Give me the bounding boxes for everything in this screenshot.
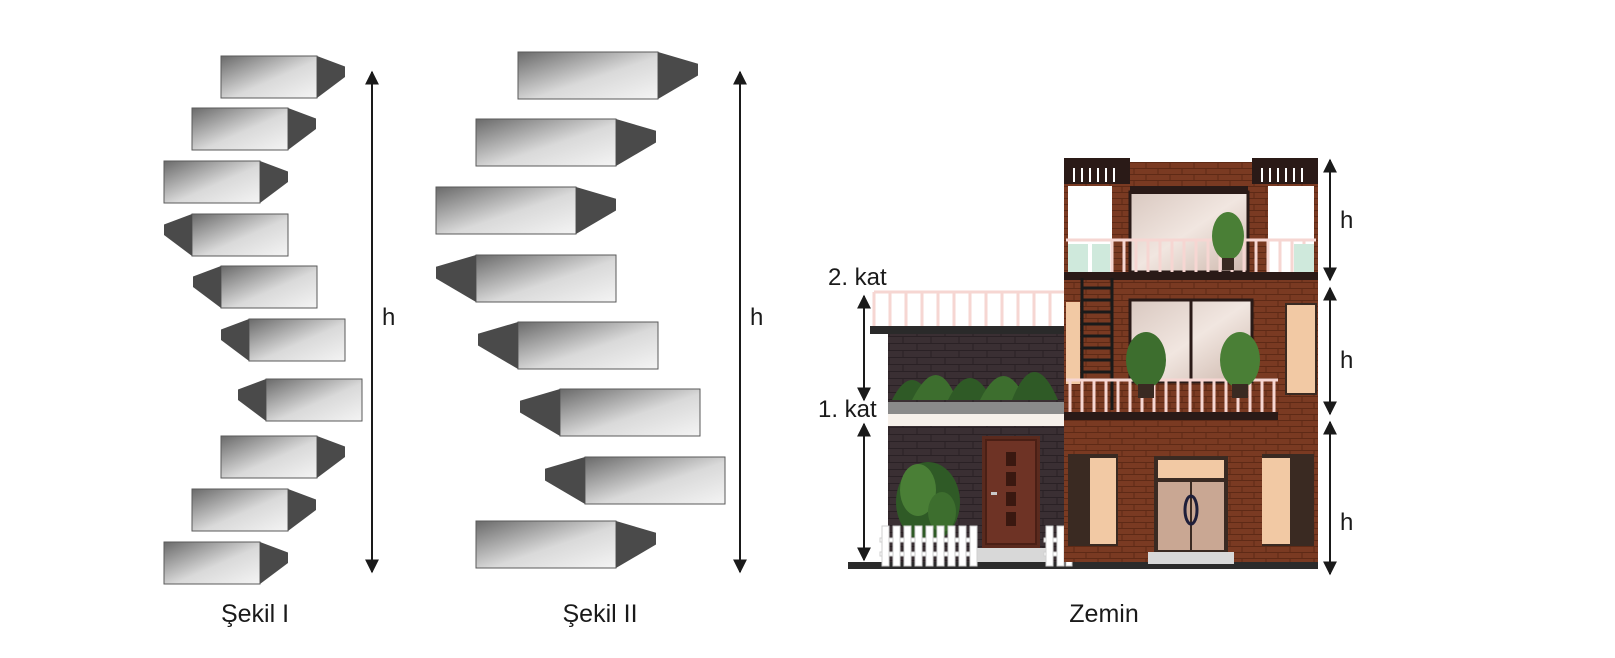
figure-sekil-1: h Şekil I [163,55,395,628]
top-balcony-railing [1066,238,1316,272]
balcony-plants [1126,332,1260,398]
ladder [1080,278,1114,410]
figure-sekil-2: h Şekil II [435,51,763,628]
height-label: h [1340,347,1353,374]
figure-caption: Şekil I [221,600,289,628]
stair-step [220,435,345,479]
main-tower [1064,158,1318,564]
floor-label: 2. kat [828,264,887,291]
stair-step [435,186,616,235]
front-door [982,436,1040,548]
height-label: h [750,304,763,331]
stair-step [164,213,289,257]
stair-step [436,254,617,303]
ground-line [848,562,1318,569]
bush [896,462,960,542]
height-label: h [1340,509,1353,536]
stair-step [220,55,345,99]
step-group [163,55,363,585]
stair-step [221,318,346,362]
figure-caption: Şekil II [562,600,637,628]
stair-step [545,456,726,505]
stair-step [478,321,659,370]
stair-step [163,160,288,204]
stair-step [517,51,698,100]
stair-step [475,520,656,569]
figure-zemin: 2. kat 1. kat h h h Zemin [818,158,1353,628]
stair-step [475,118,656,167]
stair-step [193,265,318,309]
floor-label: 1. kat [818,396,877,423]
main-entrance [1154,456,1228,552]
step-group [435,51,726,569]
planter-plants [892,372,1058,400]
left-annex [870,290,1073,567]
stair-step [191,488,316,532]
height-label: h [1340,207,1353,234]
entrance-step [1148,552,1234,564]
door-step [976,548,1046,562]
stair-step [520,388,701,437]
stair-step [163,541,288,585]
figure-caption: Zemin [1069,600,1138,628]
roof-railing [872,290,1068,326]
top-plant [1212,212,1244,270]
stair-step [238,378,363,422]
height-label: h [382,304,395,331]
stair-step [191,107,316,151]
